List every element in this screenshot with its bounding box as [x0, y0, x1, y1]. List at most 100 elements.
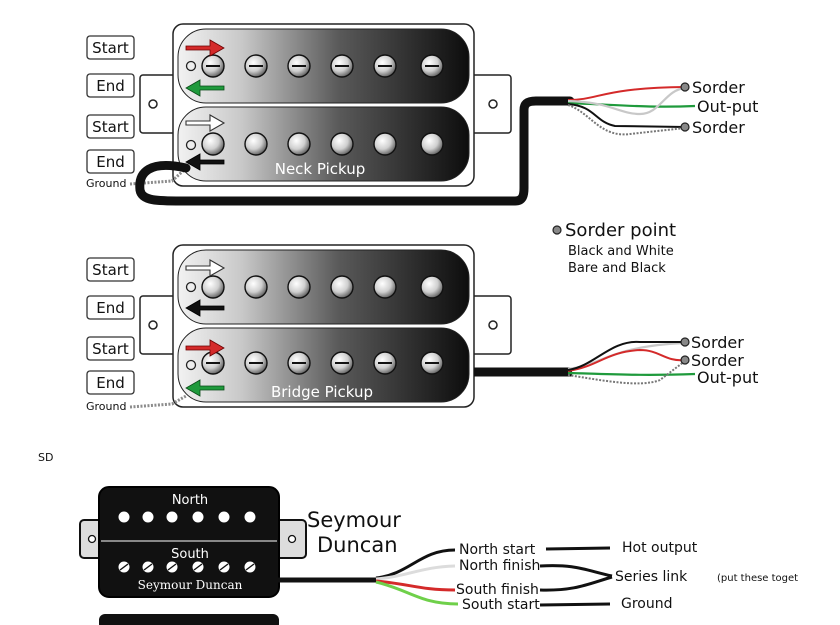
- neck-wire-bare: [567, 104, 686, 136]
- neck-ear-left-hole: [148, 99, 158, 109]
- sd-link-series-bottom: [539, 575, 613, 592]
- sd-target-series-note: (put these toget: [717, 573, 798, 584]
- sd-target-ground: Ground: [621, 596, 673, 612]
- neck-bottom-pole-4: [330, 132, 354, 156]
- bridge-top-pole-6: [420, 275, 444, 299]
- bridge-button-start-1[interactable]: Start: [86, 257, 135, 282]
- sd-north-pole-2: [141, 510, 155, 524]
- neck-round-poles: [201, 132, 444, 156]
- neck-pickup-title: Neck Pickup: [275, 160, 366, 178]
- sd-wire-label-north-finish: North finish: [459, 558, 540, 574]
- sd-north-poles: [117, 510, 257, 524]
- svg-text:Start: Start: [92, 340, 129, 358]
- sd-wire-north-finish: [375, 564, 456, 581]
- neck-screw-icon-bottom: [185, 139, 197, 151]
- bridge-wire-green: [567, 371, 696, 376]
- bridge-button-end-2[interactable]: End: [86, 370, 135, 395]
- bridge-arrow-green-icon: [185, 379, 225, 397]
- sd-north-pole-6: [243, 510, 257, 524]
- neck-button-start-2[interactable]: Start: [86, 114, 135, 139]
- neck-arrow-black-icon: [185, 153, 225, 171]
- bridge-pickup: Bridge Pickup Start End Start End Ground…: [86, 244, 758, 413]
- legend-line-2: Bare and Black: [568, 261, 666, 276]
- sd-south-pole-slot-6: [245, 563, 255, 571]
- legend-title: Sorder point: [565, 220, 676, 241]
- bridge-ear-right-hole: [488, 320, 498, 330]
- sd-target-hot-output: Hot output: [622, 540, 698, 556]
- bridge-wire-bare: [567, 360, 686, 385]
- bridge-top-pole-5: [373, 275, 397, 299]
- sd-target-series-link: Series link: [615, 569, 688, 585]
- bridge-top-pole-4: [330, 275, 354, 299]
- sd-wire-north-start: [375, 548, 456, 580]
- bridge-ground-label: Ground: [86, 400, 126, 413]
- neck-slug-poles: [201, 54, 444, 78]
- neck-wire-white: [567, 86, 686, 116]
- sd-coil-north-label: North: [172, 493, 208, 508]
- svg-text:Start: Start: [92, 118, 129, 136]
- sd-south-pole-slot-1: [119, 563, 129, 571]
- neck-screw-icon-top: [185, 60, 197, 72]
- neck-bottom-pole-6: [420, 132, 444, 156]
- bridge-coil-bottom: [177, 327, 470, 403]
- bridge-round-poles: [201, 275, 444, 299]
- bridge-coil-top: [177, 249, 470, 325]
- neck-arrow-white-icon: [185, 114, 226, 132]
- bridge-wire-black: [567, 340, 685, 371]
- svg-text:End: End: [96, 153, 125, 171]
- sd-south-pole-slot-4: [193, 563, 203, 571]
- sd-coil-south-label: South: [171, 547, 209, 562]
- sd-north-pole-5: [217, 510, 231, 524]
- bridge-arrow-red-icon: [185, 339, 225, 357]
- bridge-solder-point-2: [680, 355, 690, 365]
- neck-button-start-1[interactable]: Start: [86, 35, 135, 60]
- neck-bottom-pole-2: [244, 132, 268, 156]
- svg-text:Start: Start: [92, 39, 129, 57]
- neck-cable: [135, 96, 575, 206]
- neck-button-end-1[interactable]: End: [86, 73, 135, 98]
- neck-output-label-2: Out-put: [697, 97, 758, 116]
- sd-brand-line-1: Seymour: [307, 508, 401, 532]
- bridge-arrow-white-icon: [185, 259, 226, 277]
- neck-arrow-red-icon: [185, 39, 225, 57]
- sd-second-pickup-edge: [99, 614, 279, 625]
- sd-north-pole-4: [191, 510, 205, 524]
- sd-link-hot: [545, 546, 611, 551]
- bridge-output-label-3: Out-put: [697, 368, 758, 387]
- sd-north-pole-1: [117, 510, 131, 524]
- sd-south-pole-slot-5: [219, 563, 229, 571]
- neck-button-end-2[interactable]: End: [86, 149, 135, 174]
- svg-text:End: End: [96, 374, 125, 392]
- sd-south-poles: [117, 560, 257, 574]
- section-label: SD: [38, 451, 53, 464]
- sd-wire-south-finish: [375, 579, 456, 592]
- bridge-arrow-black-icon: [185, 299, 225, 317]
- bridge-ground-wire: [129, 394, 187, 409]
- svg-text:Start: Start: [92, 261, 129, 279]
- bridge-top-pole-2: [244, 275, 268, 299]
- neck-bottom-pole-1: [201, 132, 225, 156]
- legend-line-1: Black and White: [568, 244, 674, 259]
- bridge-slug-poles: [201, 351, 444, 375]
- bridge-output-label-2: Sorder: [691, 351, 744, 370]
- neck-output-label-1: Sorder: [692, 78, 745, 97]
- neck-arrow-green-icon: [185, 79, 225, 97]
- bridge-ear-left-hole: [148, 320, 158, 330]
- sd-ear-right-hole: [287, 534, 297, 544]
- sd-south-pole-slot-2: [143, 563, 153, 571]
- bridge-output-label-1: Sorder: [691, 333, 744, 352]
- bridge-button-start-2[interactable]: Start: [86, 336, 135, 361]
- neck-wire-black: [567, 103, 686, 128]
- bridge-button-end-1[interactable]: End: [86, 295, 135, 320]
- svg-text:End: End: [96, 299, 125, 317]
- sd-wire-label-north-start: North start: [459, 542, 536, 558]
- neck-solder-point-2: [680, 122, 690, 132]
- sd-wire-label-south-finish: South finish: [456, 582, 539, 598]
- neck-wire-green: [567, 101, 696, 108]
- svg-text:End: End: [96, 77, 125, 95]
- seymour-duncan-diagram: North South Seymour Duncan Seymour Dunca…: [79, 486, 798, 625]
- sd-north-pole-3: [165, 510, 179, 524]
- neck-output-label-3: Sorder: [692, 118, 745, 137]
- bridge-solder-point-1: [680, 337, 690, 347]
